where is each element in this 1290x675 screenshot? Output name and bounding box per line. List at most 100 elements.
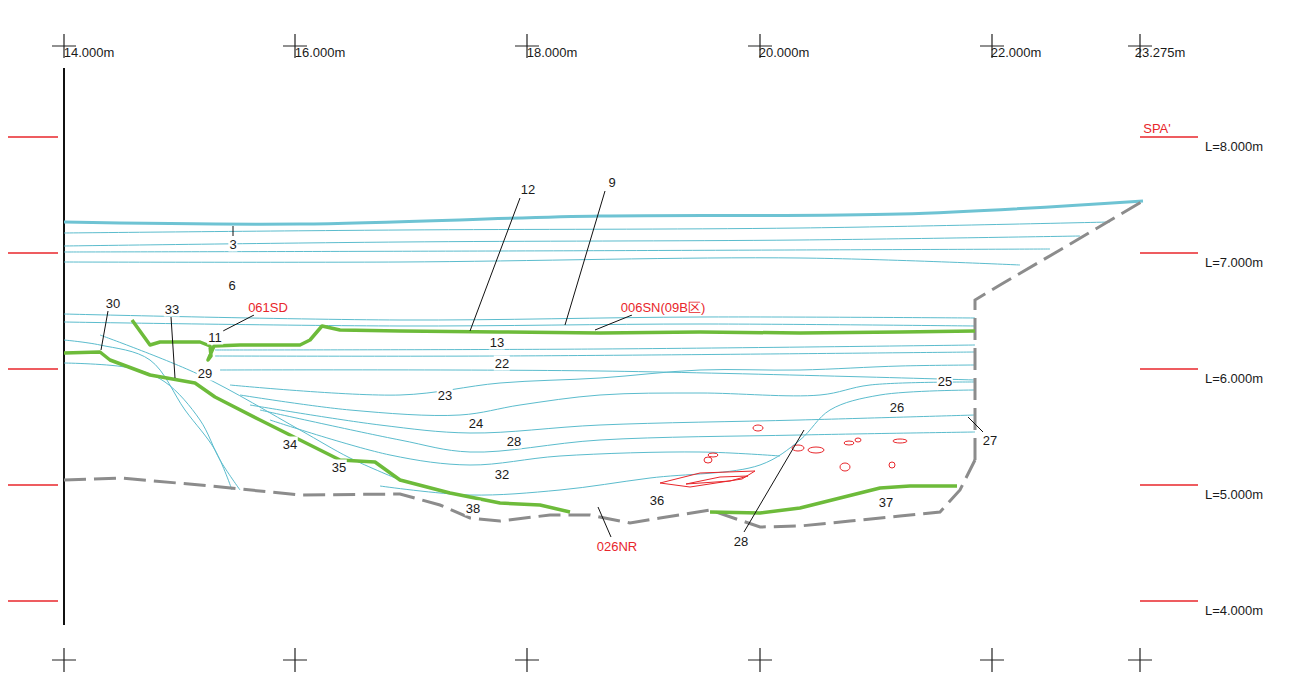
- excavation-limit: [975, 201, 1143, 460]
- layer-boundary: [64, 236, 1080, 246]
- inclusion: [686, 476, 748, 484]
- level-tick: [8, 368, 58, 370]
- level-tick: [8, 252, 58, 254]
- leader-line: [171, 317, 175, 378]
- layer-number: 29: [197, 366, 213, 381]
- leader-line: [565, 191, 605, 325]
- layer-boundary: [64, 322, 975, 326]
- inclusion: [840, 463, 850, 471]
- layer-number: 24: [468, 416, 484, 431]
- layer-boundary: [64, 258, 1020, 265]
- level-tick: [8, 136, 58, 138]
- leader-line: [744, 430, 804, 532]
- layer-boundary: [230, 365, 975, 395]
- layer-number: 37: [878, 495, 894, 510]
- layer-boundary: [100, 335, 400, 480]
- inclusion: [808, 447, 824, 453]
- layer-boundary: [64, 314, 975, 320]
- grid-cross: [515, 648, 539, 672]
- layer-number: 12: [520, 182, 536, 197]
- layer-number: 9: [607, 175, 616, 190]
- inclusion: [753, 425, 763, 431]
- leader-line: [223, 315, 254, 331]
- leader-line: [595, 315, 632, 330]
- leader-line: [598, 507, 611, 537]
- level-tick: [8, 600, 58, 602]
- axis-label: 22.000m: [990, 45, 1043, 60]
- level-tick: [1140, 368, 1198, 370]
- level-label: L=5.000m: [1204, 487, 1264, 502]
- grid-cross: [748, 648, 772, 672]
- layer-boundary: [270, 420, 780, 465]
- layer-number: 32: [494, 467, 510, 482]
- level-tick: [8, 484, 58, 486]
- layer-boundary: [215, 352, 975, 356]
- axis-label: 18.000m: [526, 45, 579, 60]
- layer-number: 26: [889, 400, 905, 415]
- level-tick: [1140, 484, 1198, 486]
- layer-number: 22: [494, 356, 510, 371]
- feature-boundary: [710, 486, 957, 513]
- level-label: L=8.000m: [1204, 139, 1264, 154]
- layer-number: 3: [228, 237, 237, 252]
- layer-number: 38: [465, 501, 481, 516]
- level-label: L=7.000m: [1204, 255, 1264, 270]
- layer-number: 35: [331, 460, 347, 475]
- ground-surface: [64, 201, 1143, 224]
- inclusion: [844, 441, 854, 445]
- level-tick: [1140, 136, 1198, 138]
- layer-boundary: [380, 390, 975, 495]
- layer-number: 6: [227, 278, 236, 293]
- inclusion: [855, 438, 861, 442]
- axis-label: 23.275m: [1134, 45, 1187, 60]
- feature-label: 026NR: [596, 539, 638, 554]
- layer-number: 25: [937, 374, 953, 389]
- layer-number: 28: [506, 434, 522, 449]
- layer-number: 11: [207, 330, 223, 345]
- layer-number: 33: [164, 302, 180, 317]
- level-label: L=4.000m: [1204, 603, 1264, 618]
- excavation-limit: [64, 460, 975, 527]
- leader-line: [968, 417, 983, 432]
- leader-line: [233, 226, 234, 236]
- feature-label: 061SD: [247, 300, 289, 315]
- inclusion: [660, 471, 755, 487]
- axis-label: 16.000m: [294, 45, 347, 60]
- layer-boundary: [215, 345, 975, 350]
- layer-number: 34: [282, 437, 298, 452]
- layer-number: 23: [437, 388, 453, 403]
- layer-number: 30: [105, 296, 121, 311]
- level-tick: [1140, 600, 1198, 602]
- feature-boundary: [132, 320, 975, 360]
- grid-cross: [283, 648, 307, 672]
- axis-label: 14.000m: [63, 45, 116, 60]
- inclusion: [889, 462, 895, 468]
- level-tick: [1140, 252, 1198, 254]
- grid-cross: [52, 648, 76, 672]
- layer-boundary: [64, 340, 232, 490]
- grid-cross: [980, 648, 1004, 672]
- layer-number: 28: [733, 534, 749, 549]
- section-wall: [63, 68, 65, 625]
- section-label: SPA': [1142, 121, 1172, 136]
- grid-cross: [1128, 648, 1152, 672]
- leader-line: [101, 311, 108, 350]
- layer-number: 27: [982, 433, 998, 448]
- axis-label: 20.000m: [758, 45, 811, 60]
- layer-boundary: [260, 410, 975, 452]
- feature-boundary: [64, 352, 570, 512]
- inclusion: [704, 457, 712, 463]
- layer-number: 13: [489, 335, 505, 350]
- feature-label: 006SN(09B区): [620, 300, 707, 315]
- layer-boundary: [250, 405, 975, 433]
- leader-line: [470, 198, 520, 331]
- layer-boundary: [240, 382, 975, 416]
- level-label: L=6.000m: [1204, 371, 1264, 386]
- inclusion: [708, 453, 718, 457]
- layer-boundary: [64, 249, 1050, 252]
- layer-number: 36: [649, 493, 665, 508]
- inclusion: [893, 439, 907, 443]
